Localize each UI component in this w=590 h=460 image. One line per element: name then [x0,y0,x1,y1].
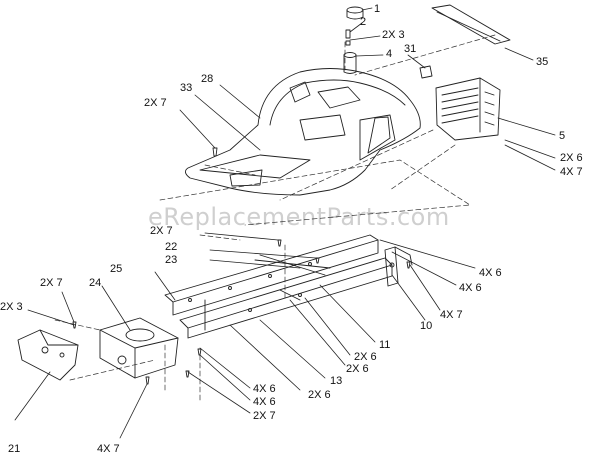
callout-2x7-middle: 2X 7 [150,225,173,237]
callout-24: 24 [89,277,102,289]
frame-rails [164,234,393,339]
callout-10: 10 [420,320,433,332]
body-pan [185,68,421,196]
callout-2x6-right: 2X 6 [560,152,583,164]
top-strip [431,4,511,45]
callout-5: 5 [559,130,566,142]
callout-23: 23 [165,254,178,266]
callout-25: 25 [110,263,123,275]
callout-2x7-upper: 2X 7 [144,97,167,109]
callout-2x7-left: 2X 7 [40,277,63,289]
callout-2x7-lower: 2X 7 [253,410,276,422]
cylinder-bushing [343,52,357,74]
small-plate [419,65,433,79]
callout-4x7-right: 4X 7 [560,166,583,178]
callout-33: 33 [180,82,193,94]
callout-11: 11 [379,339,391,351]
callout-4x6-right-b: 4X 6 [459,282,482,294]
callout-35: 35 [536,56,549,68]
callout-2x6-middle-b: 2X 6 [346,363,369,375]
callout-31: 31 [404,43,417,55]
callout-4x6-lower-b: 4X 6 [253,396,276,408]
callout-2x6-lower: 2X 6 [308,389,331,401]
callout-4x7-middle: 4X 7 [440,309,463,321]
leader-lines [14,7,556,439]
watermark: eReplacementParts.com [148,203,450,231]
callout-28: 28 [201,73,214,85]
screws [72,147,411,385]
callout-4x6-right-a: 4X 6 [479,267,502,279]
callout-2x3-left: 2X 3 [0,301,23,313]
callout-2x3-top: 2X 3 [382,29,405,41]
screw [345,29,351,46]
callout-22: 22 [165,241,178,253]
front-bracket [17,329,79,381]
callout-13: 13 [330,375,343,387]
callout-1: 1 [374,3,381,15]
callout-4: 4 [386,48,393,60]
callout-2x6-middle-a: 2X 6 [354,351,377,363]
callout-2: 2 [360,16,367,28]
callout-4x7-bottom: 4X 7 [97,443,120,455]
side-grille [435,77,501,141]
assembly-guide-lines [54,34,496,401]
callout-21: 21 [8,443,21,455]
mount-box [99,317,179,379]
callout-4x6-lower-a: 4X 6 [253,383,276,395]
